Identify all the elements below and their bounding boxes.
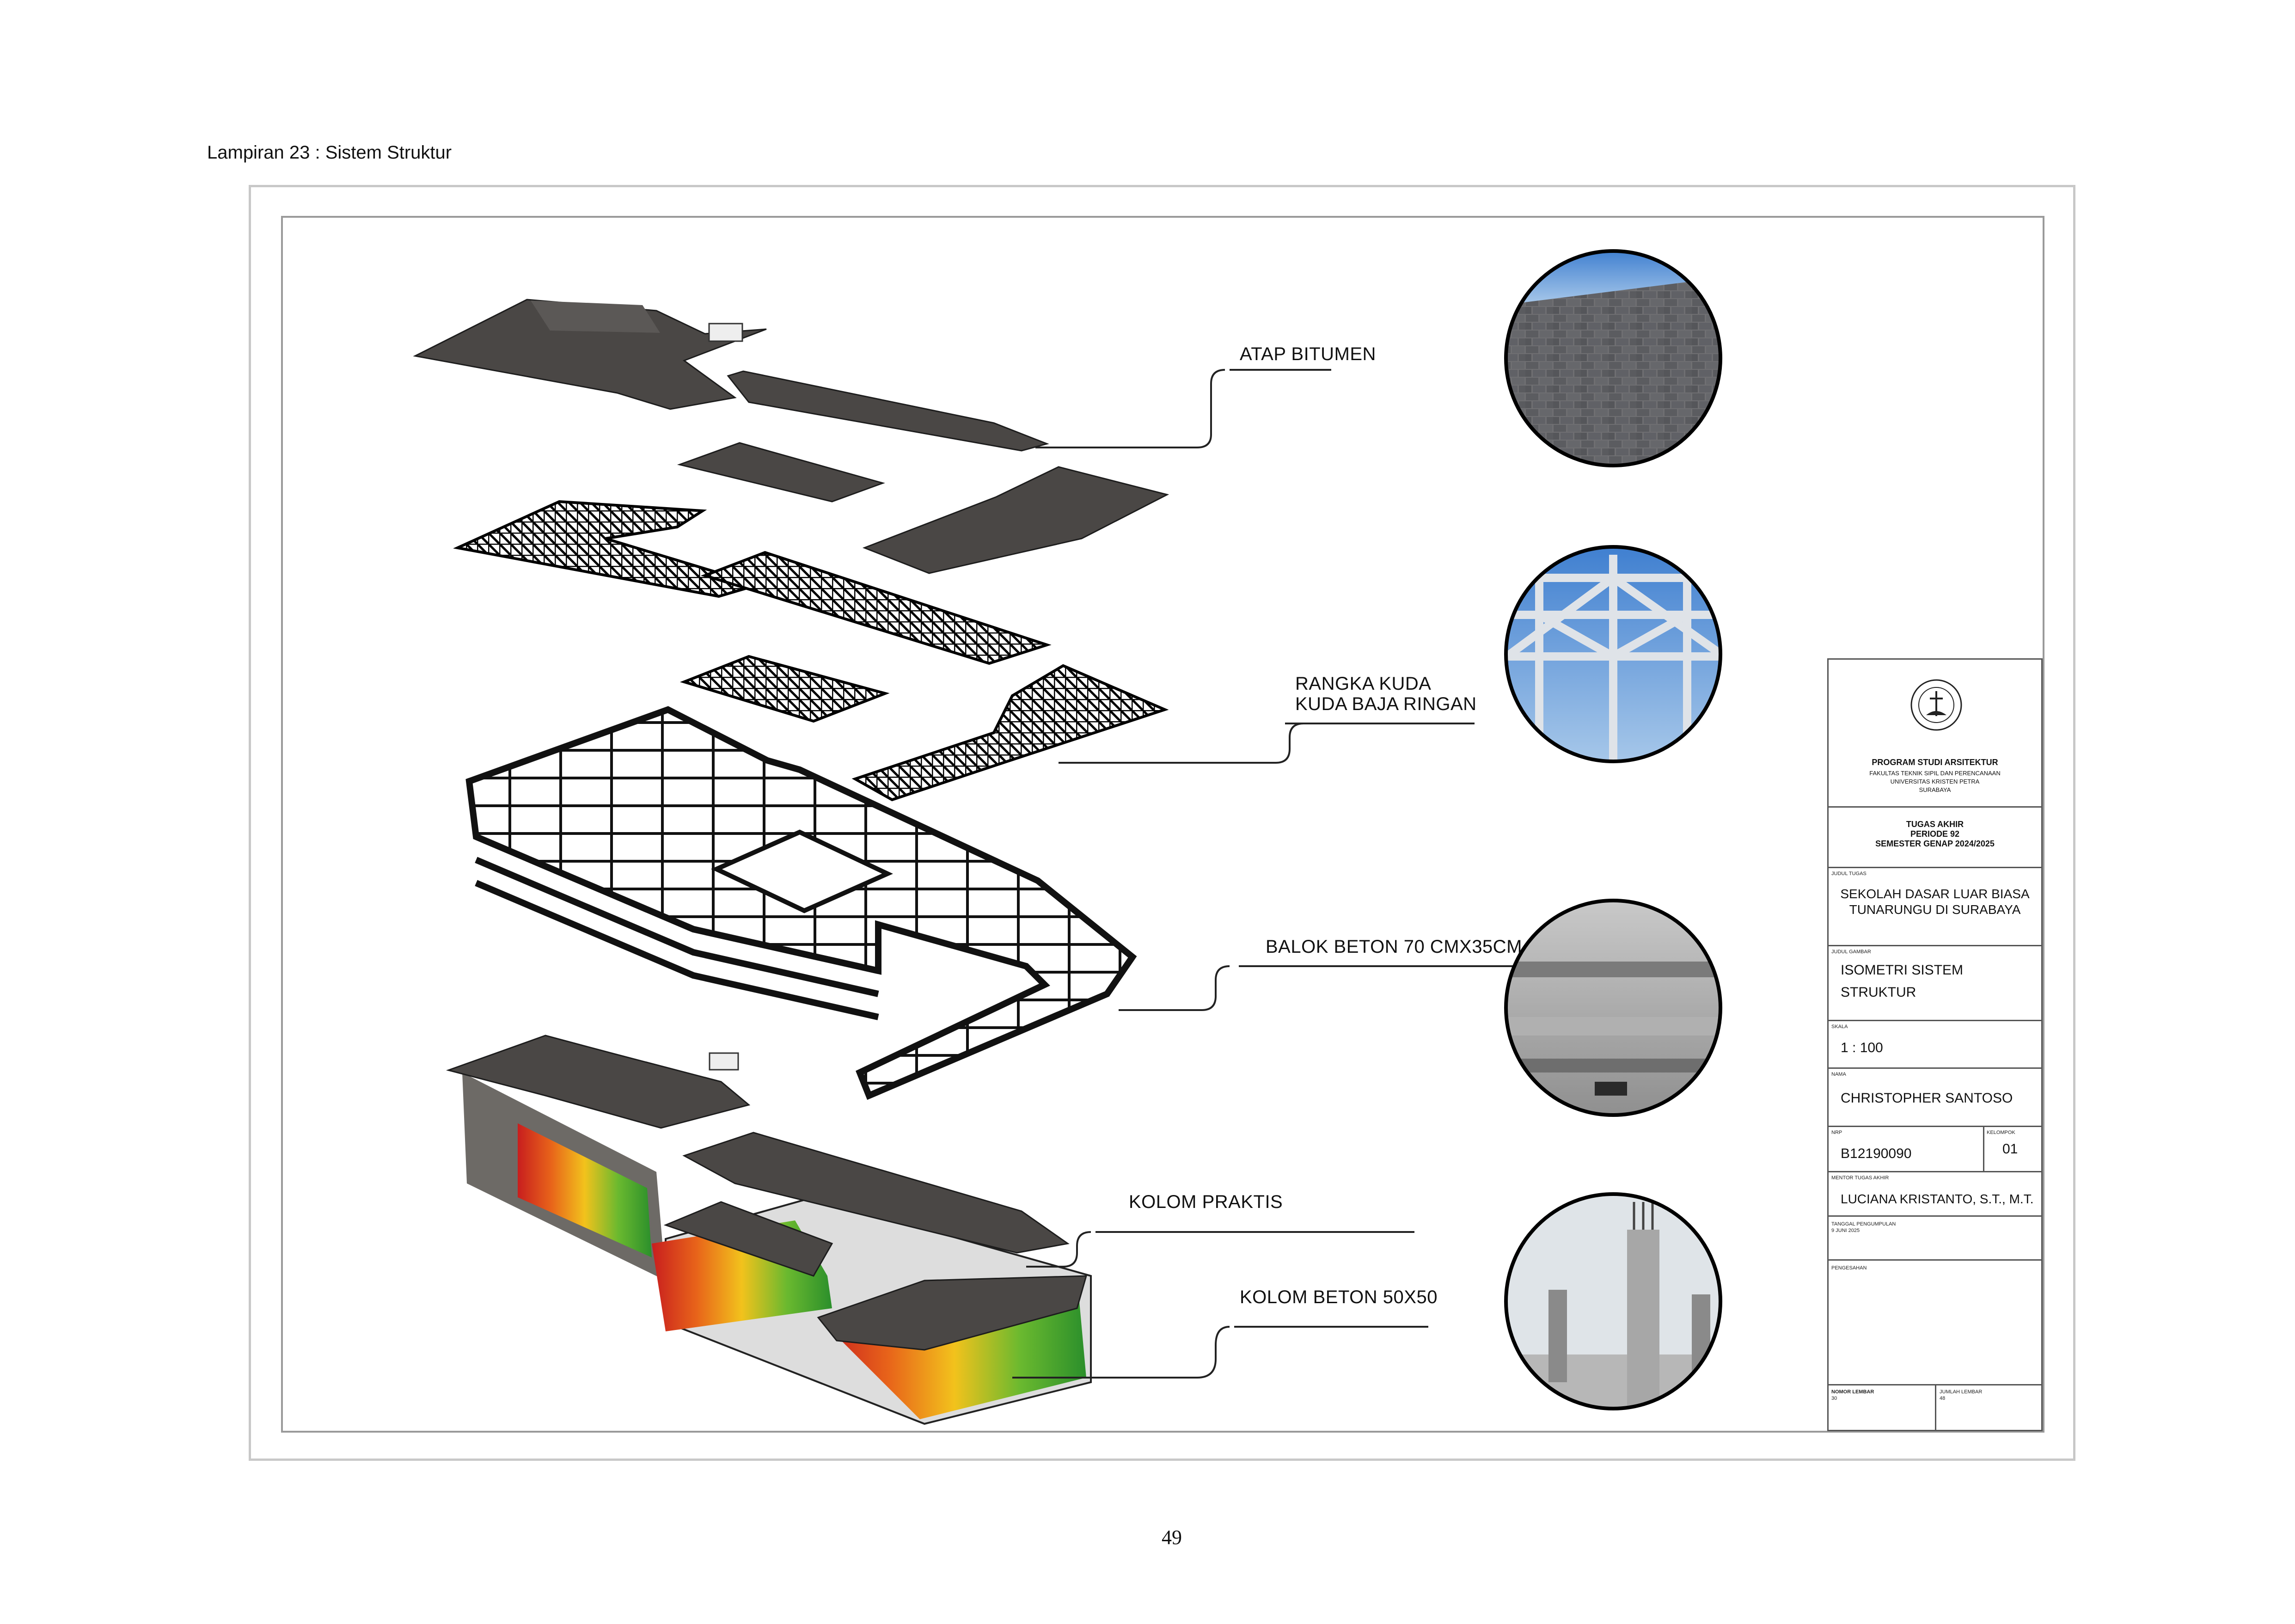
- callout-kolom-praktis: KOLOM PRAKTIS: [1129, 1192, 1283, 1212]
- tb-mentor-value: LUCIANA KRISTANTO, S.T., M.T.: [1841, 1192, 2034, 1206]
- tb-kelompok-label: KELOMPOK: [1987, 1130, 2015, 1135]
- tb-judul-gambar-line2: STRUKTUR: [1841, 985, 1916, 1000]
- tb-nama-value: CHRISTOPHER SANTOSO: [1841, 1091, 2013, 1106]
- tb-period: PERIODE 92: [1910, 829, 1960, 839]
- tb-mentor: MENTOR TUGAS AKHIR LUCIANA KRISTANTO, S.…: [1829, 1172, 2041, 1217]
- tb-assignment: TUGAS AKHIR PERIODE 92 SEMESTER GENAP 20…: [1829, 808, 2041, 868]
- tb-kelompok-value: 01: [2002, 1141, 2018, 1157]
- tb-nomor-lembar-value: 30: [1831, 1396, 1837, 1401]
- roof-layer: [413, 299, 1169, 574]
- tb-nama-label: NAMA: [1831, 1072, 1846, 1077]
- tb-nrp-label: NRP: [1831, 1130, 1842, 1135]
- callout-atap-bitumen: ATAP BITUMEN: [1240, 344, 1376, 364]
- tb-judul-tugas-line2: TUNARUNGU DI SURABAYA: [1849, 902, 2021, 917]
- tb-nama: NAMA CHRISTOPHER SANTOSO: [1829, 1069, 2041, 1127]
- tb-mentor-label: MENTOR TUGAS AKHIR: [1831, 1175, 1889, 1181]
- tb-judul-tugas-line1: SEKOLAH DASAR LUAR BIASA: [1840, 887, 2030, 901]
- page-caption: Lampiran 23 : Sistem Struktur: [207, 142, 452, 163]
- tb-tanggal: TANGGAL PENGUMPULAN 9 JUNI 2025: [1829, 1217, 2041, 1261]
- tb-pengesahan: PENGESAHAN: [1829, 1261, 2041, 1385]
- callout-balok-beton: BALOK BETON 70 CMX35CM: [1266, 937, 1522, 957]
- tb-header: PROGRAM STUDI ARSITEKTUR FAKULTAS TEKNIK…: [1829, 660, 2041, 808]
- tb-tanggal-label: TANGGAL PENGUMPULAN: [1831, 1221, 1896, 1227]
- concrete-column-photo: [1504, 1192, 1722, 1410]
- tb-program: PROGRAM STUDI ARSITEKTUR: [1872, 758, 1998, 767]
- tb-university: UNIVERSITAS KRISTEN PETRA: [1890, 778, 1980, 785]
- tb-semester: SEMESTER GENAP 2024/2025: [1875, 839, 1995, 848]
- tb-pengesahan-label: PENGESAHAN: [1831, 1265, 1867, 1271]
- callout-kolom-beton: KOLOM BETON 50X50: [1240, 1287, 1438, 1307]
- sheet-outer-frame: [249, 185, 2075, 1461]
- tb-judul-tugas: JUDUL TUGAS SEKOLAH DASAR LUAR BIASA TUN…: [1829, 868, 2041, 946]
- tb-faculty: FAKULTAS TEKNIK SIPIL DAN PERENCANAAN: [1869, 770, 2001, 777]
- title-block: PROGRAM STUDI ARSITEKTUR FAKULTAS TEKNIK…: [1827, 658, 2043, 1431]
- tb-assignment-title: TUGAS AKHIR: [1906, 820, 1964, 829]
- tb-city: SURABAYA: [1919, 786, 1951, 793]
- tb-nomor-lembar-label: NOMOR LEMBAR: [1831, 1389, 1874, 1395]
- callout-rangka-line1: RANGKA KUDA: [1295, 674, 1432, 694]
- tb-lembar: NOMOR LEMBAR 30 JUMLAH LEMBAR 48: [1829, 1385, 2041, 1430]
- tb-judul-gambar: JUDUL GAMBAR ISOMETRI SISTEM STRUKTUR: [1829, 946, 2041, 1021]
- tb-skala-label: SKALA: [1831, 1024, 1848, 1030]
- tb-nrp: NRP B12190090 KELOMPOK 01: [1829, 1127, 2041, 1172]
- tb-jumlah-lembar-value: 48: [1940, 1396, 1946, 1401]
- building-model: [446, 1035, 1092, 1425]
- steel-truss-photo: [1504, 545, 1722, 763]
- tb-skala-value: 1 : 100: [1841, 1040, 1883, 1055]
- tb-tanggal-value: 9 JUNI 2025: [1831, 1228, 1860, 1233]
- truss-layer: [453, 500, 1169, 802]
- sheet-inner-frame: [281, 216, 2044, 1433]
- university-seal-icon: [1910, 679, 1962, 731]
- tb-judul-gambar-line1: ISOMETRI SISTEM: [1841, 962, 1964, 978]
- tb-judul-gambar-label: JUDUL GAMBAR: [1831, 949, 1871, 955]
- leader-lines: [1012, 369, 1525, 1379]
- bitumen-photo: [1504, 249, 1722, 467]
- tb-lembar-divider: [1935, 1385, 1936, 1430]
- beam-frame-layer: [465, 706, 1137, 1100]
- tb-jumlah-lembar-label: JUMLAH LEMBAR: [1940, 1389, 1983, 1395]
- page-number: 49: [1162, 1526, 1182, 1549]
- tb-judul-tugas-label: JUDUL TUGAS: [1831, 871, 1867, 876]
- tb-skala: SKALA 1 : 100: [1829, 1021, 2041, 1069]
- tb-nrp-value: B12190090: [1841, 1146, 1912, 1161]
- callout-rangka-line2: KUDA BAJA RINGAN: [1295, 694, 1477, 714]
- concrete-beam-photo: [1504, 899, 1722, 1117]
- tb-nrp-divider: [1983, 1127, 1984, 1172]
